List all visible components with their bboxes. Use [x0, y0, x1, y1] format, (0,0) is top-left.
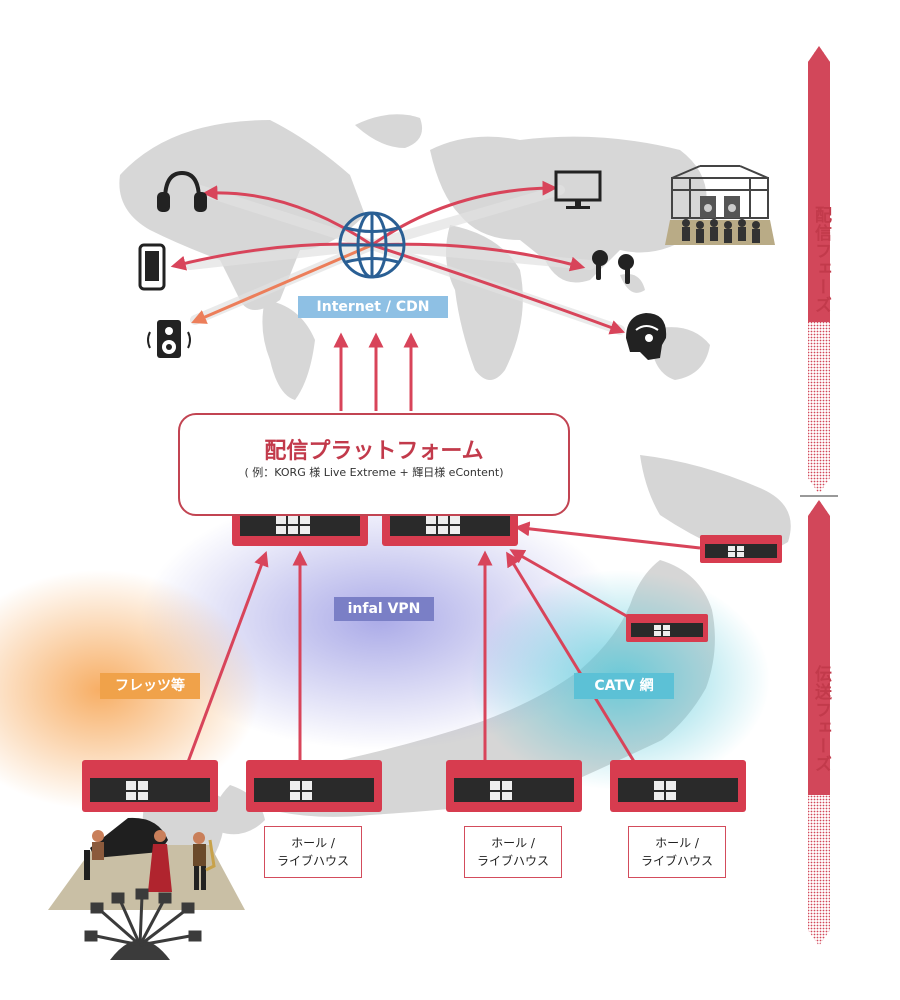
- headphones-icon: [157, 170, 207, 212]
- vpn-label: infal VPN: [334, 597, 434, 621]
- platform-title: 配信プラットフォーム: [264, 439, 484, 464]
- venue-label-line1: ホール /: [491, 836, 535, 850]
- world-map: [119, 114, 710, 400]
- venue-label-line2: ライブハウス: [276, 854, 349, 868]
- cdn-label: Internet / CDN: [298, 296, 448, 318]
- smartphone-icon: [138, 243, 166, 291]
- musicians-icon: [48, 817, 245, 910]
- microphones-icon: [84, 888, 202, 960]
- distribution-platform-box: [178, 413, 570, 516]
- speaker-icon: [147, 320, 191, 358]
- platform-subtitle: ( 例：KORG 様 Live Extreme + 輝日様 eContent): [244, 466, 504, 479]
- concert-stage-icon: [665, 165, 775, 245]
- globe-icon: [338, 211, 406, 279]
- flets-label: フレッツ等: [100, 673, 200, 699]
- encoder-device-icon: [82, 496, 782, 812]
- venue-label-line1: ホール /: [655, 836, 699, 850]
- upload-arrows: [333, 332, 419, 411]
- vr-headset-icon: [626, 313, 667, 360]
- venue-label-line2: ライブハウス: [476, 854, 549, 868]
- phase-label-distribution: 配信フェーズ: [811, 206, 831, 314]
- phase-label-transmission: 伝送フェーズ: [811, 665, 831, 773]
- venue-box: ホール / ライブハウス: [264, 826, 362, 878]
- venue-box: ホール / ライブハウス: [628, 826, 726, 878]
- earbuds-icon: [592, 250, 634, 284]
- venue-box: ホール / ライブハウス: [464, 826, 562, 878]
- phase-bar: [800, 46, 838, 946]
- transmission-arrows: [183, 521, 701, 771]
- catv-label: CATV 網: [574, 673, 674, 699]
- monitor-icon: [554, 170, 602, 209]
- venue-label-line2: ライブハウス: [640, 854, 713, 868]
- venue-label-line1: ホール /: [291, 836, 335, 850]
